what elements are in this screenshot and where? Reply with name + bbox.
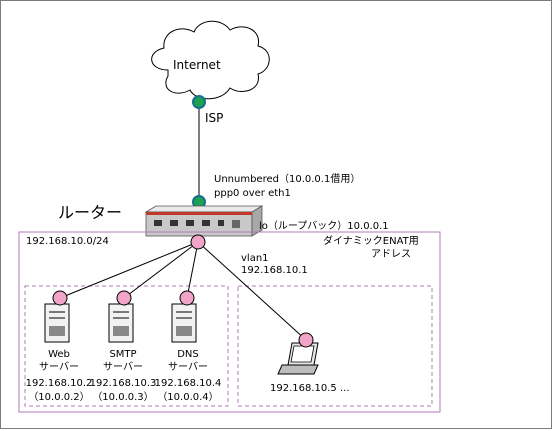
internet-cloud (151, 20, 270, 100)
dynamic-nat-box (237, 285, 433, 407)
dns-server-ip: 192.168.10.4 (154, 378, 222, 389)
smtp-server-role: サーバー (103, 362, 143, 373)
web-server-nat-ip: （10.0.0.2） (28, 392, 90, 403)
loopback-label: lo（ループバック）10.0.0.1 (259, 221, 389, 232)
laptop-icon (277, 342, 319, 375)
web-server-ip: 192.168.10.2 (25, 378, 93, 389)
dns-server-node (179, 290, 195, 306)
web-server-role: サーバー (39, 362, 79, 373)
router-lan-node (190, 234, 206, 250)
smtp-server-nat-ip: （10.0.0.3） (92, 392, 154, 403)
smtp-server-icon (108, 303, 134, 343)
vlan-label: vlan1 (241, 253, 269, 264)
lan-subnet-label: 192.168.10.0/24 (26, 236, 109, 247)
smtp-server-node (116, 290, 132, 306)
internet-label: Internet (173, 58, 221, 72)
smtp-server-ip: 192.168.10.3 (89, 378, 157, 389)
lan-box (18, 231, 441, 413)
dns-server-icon (171, 303, 197, 343)
vlan-ip-label: 192.168.10.1 (241, 265, 308, 276)
isp-node (192, 95, 206, 109)
dns-server-name: DNS (177, 349, 199, 360)
web-server-node (52, 290, 68, 306)
wan-ppp-label: ppp0 over eth1 (214, 188, 291, 199)
dynamic-nat-label-2: アドレス (371, 249, 411, 260)
client-node (298, 332, 314, 348)
dns-server-nat-ip: （10.0.0.4） (157, 392, 219, 403)
web-server-icon (44, 303, 70, 343)
smtp-server-name: SMTP (109, 349, 137, 360)
dynamic-nat-label: ダイナミックENAT用 (323, 236, 419, 247)
wan-unnumbered-label: Unnumbered（10.0.0.1借用） (214, 174, 361, 185)
isp-label: ISP (205, 111, 224, 125)
web-server-name: Web (48, 349, 70, 360)
server-group-box (24, 285, 229, 407)
dns-server-role: サーバー (168, 362, 208, 373)
client-ip-label: 192.168.10.5 ... (270, 383, 350, 394)
router-title: ルーター (58, 203, 123, 222)
